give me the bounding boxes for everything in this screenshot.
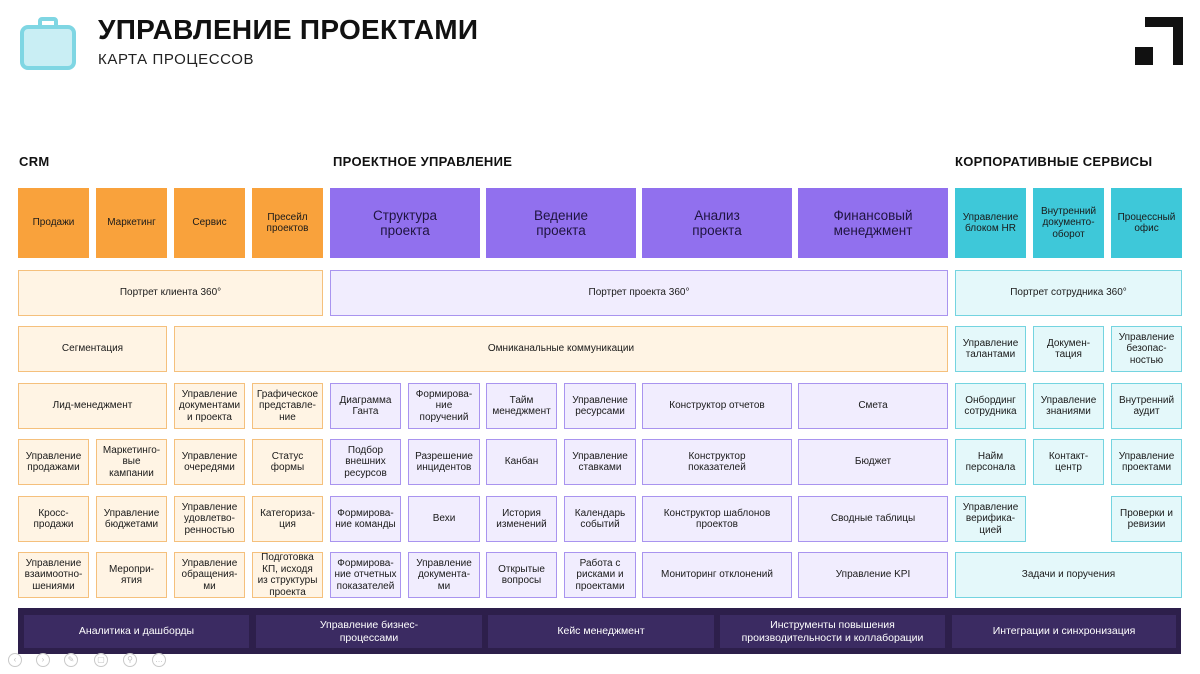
cell-project-r4-1[interactable]: Диаграмма Ганта — [330, 383, 401, 429]
crm-header-sales[interactable]: Продажи — [18, 188, 89, 258]
page-subtitle: КАРТА ПРОЦЕССОВ — [98, 51, 255, 68]
project-header-analysis[interactable]: Анализ проекта — [642, 188, 792, 258]
prev-icon[interactable]: ‹ — [8, 653, 22, 667]
cell-crm-r5-2[interactable]: Маркетинго-вые кампании — [96, 439, 167, 485]
cell-project-r6-3[interactable]: История изменений — [486, 496, 557, 542]
page-title: УПРАВЛЕНИЕ ПРОЕКТАМИ — [98, 14, 479, 45]
cell-corp-r5-3[interactable]: Управление проектами — [1111, 439, 1182, 485]
corp-header-docflow[interactable]: Внутренний документо-оборот — [1033, 188, 1104, 258]
cell-corp-r4-3[interactable]: Внутренний аудит — [1111, 383, 1182, 429]
cell-project-r7-4[interactable]: Работа с рисками и проектами — [564, 552, 636, 598]
crm-header-service[interactable]: Сервис — [174, 188, 245, 258]
bottom-case-management[interactable]: Кейс менеджмент — [488, 615, 714, 648]
cell-crm-r6-2[interactable]: Управление бюджетами — [96, 496, 167, 542]
cell-project-r7-1[interactable]: Формирова-ние отчетных показателей — [330, 552, 401, 598]
cell-tasks-and-assignments[interactable]: Задачи и поручения — [955, 552, 1182, 598]
cell-project-r6-2[interactable]: Вехи — [408, 496, 480, 542]
cell-project-r5-4[interactable]: Управление ставками — [564, 439, 636, 485]
bottom-productivity[interactable]: Инструменты повышения производительности… — [720, 615, 945, 648]
cell-corp-r6-3[interactable]: Проверки и ревизии — [1111, 496, 1182, 542]
project-header-finance[interactable]: Финансовый менеджмент — [798, 188, 948, 258]
portrait-project[interactable]: Портрет проекта 360° — [330, 270, 948, 316]
cell-crm-r6-4[interactable]: Категориза-ция — [252, 496, 323, 542]
next-icon[interactable]: › — [36, 653, 50, 667]
section-title-crm: CRM — [19, 154, 50, 169]
section-title-corporate: КОРПОРАТИВНЫЕ СЕРВИСЫ — [955, 154, 1153, 169]
cell-corp-r4-1[interactable]: Онбординг сотрудника — [955, 383, 1026, 429]
copy-icon[interactable]: ▢ — [94, 653, 108, 667]
cell-crm-r6-3[interactable]: Управление удовлетво-ренностью — [174, 496, 245, 542]
cell-project-r7-5[interactable]: Мониторинг отклонений — [642, 552, 792, 598]
cell-project-r4-5[interactable]: Конструктор отчетов — [642, 383, 792, 429]
cell-omnichannel[interactable]: Омниканальные коммуникации — [174, 326, 948, 372]
cell-project-r7-6[interactable]: Управление KPI — [798, 552, 948, 598]
cell-project-r5-1[interactable]: Подбор внешних ресурсов — [330, 439, 401, 485]
portrait-employee[interactable]: Портрет сотрудника 360° — [955, 270, 1182, 316]
cell-segmentation[interactable]: Сегментация — [18, 326, 167, 372]
more-icon[interactable]: … — [152, 653, 166, 667]
search-icon[interactable]: ⚲ — [123, 653, 137, 667]
cell-corp-r3-2[interactable]: Докумен-тация — [1033, 326, 1104, 372]
cell-project-r4-4[interactable]: Управление ресурсами — [564, 383, 636, 429]
section-title-project: ПРОЕКТНОЕ УПРАВЛЕНИЕ — [333, 154, 513, 169]
bottom-analytics[interactable]: Аналитика и дашборды — [24, 615, 249, 648]
bottom-bpm[interactable]: Управление бизнес-процессами — [256, 615, 482, 648]
cell-crm-r7-1[interactable]: Управление взаимоотно-шениями — [18, 552, 89, 598]
cell-project-r5-2[interactable]: Разрешение инцидентов — [408, 439, 480, 485]
corp-header-process-office[interactable]: Процессный офис — [1111, 188, 1182, 258]
briefcase-icon — [20, 17, 76, 70]
cell-corp-r3-3[interactable]: Управление безопас-ностью — [1111, 326, 1182, 372]
cell-crm-r4-3[interactable]: Графическое представле-ние — [252, 383, 323, 429]
cell-crm-r7-3[interactable]: Управление обращения-ми — [174, 552, 245, 598]
cell-crm-r7-4[interactable]: Подготовка КП, исходя из структуры проек… — [252, 552, 323, 598]
cell-crm-r5-3[interactable]: Управление очередями — [174, 439, 245, 485]
crm-header-marketing[interactable]: Маркетинг — [96, 188, 167, 258]
cell-corp-r5-1[interactable]: Найм персонала — [955, 439, 1026, 485]
cell-corp-r5-2[interactable]: Контакт-центр — [1033, 439, 1104, 485]
project-header-structure[interactable]: Структура проекта — [330, 188, 480, 258]
cell-project-r6-1[interactable]: Формирова-ние команды — [330, 496, 401, 542]
portrait-client[interactable]: Портрет клиента 360° — [18, 270, 323, 316]
cell-project-r4-3[interactable]: Тайм менеджмент — [486, 383, 557, 429]
crm-header-presale[interactable]: Пресейл проектов — [252, 188, 323, 258]
cell-project-r7-2[interactable]: Управление документа-ми — [408, 552, 480, 598]
cell-project-r6-5[interactable]: Конструктор шаблонов проектов — [642, 496, 792, 542]
cell-corp-r4-2[interactable]: Управление знаниями — [1033, 383, 1104, 429]
bottom-integrations[interactable]: Интеграции и синхронизация — [952, 615, 1176, 648]
brand-logo — [1135, 17, 1183, 65]
cell-project-r7-3[interactable]: Открытые вопросы — [486, 552, 557, 598]
cell-project-r6-6[interactable]: Сводные таблицы — [798, 496, 948, 542]
cell-project-r6-4[interactable]: Календарь событий — [564, 496, 636, 542]
cell-project-r5-5[interactable]: Конструктор показателей — [642, 439, 792, 485]
cell-project-r5-3[interactable]: Канбан — [486, 439, 557, 485]
cell-lead-management[interactable]: Лид-менеджмент — [18, 383, 167, 429]
cell-corp-r3-1[interactable]: Управление талантами — [955, 326, 1026, 372]
cell-project-r4-6[interactable]: Смета — [798, 383, 948, 429]
cell-project-r4-2[interactable]: Формирова-ние поручений — [408, 383, 480, 429]
cell-crm-r5-1[interactable]: Управление продажами — [18, 439, 89, 485]
cell-corp-r6-1[interactable]: Управление верифика-цией — [955, 496, 1026, 542]
pen-icon[interactable]: ✎ — [64, 653, 78, 667]
cell-crm-r7-2[interactable]: Меропри-ятия — [96, 552, 167, 598]
project-header-management[interactable]: Ведение проекта — [486, 188, 636, 258]
cell-crm-r4-2[interactable]: Управление документами и проекта — [174, 383, 245, 429]
cell-project-r5-6[interactable]: Бюджет — [798, 439, 948, 485]
cell-crm-r5-4[interactable]: Статус формы — [252, 439, 323, 485]
corp-header-hr[interactable]: Управление блоком HR — [955, 188, 1026, 258]
cell-crm-r6-1[interactable]: Кросс-продажи — [18, 496, 89, 542]
